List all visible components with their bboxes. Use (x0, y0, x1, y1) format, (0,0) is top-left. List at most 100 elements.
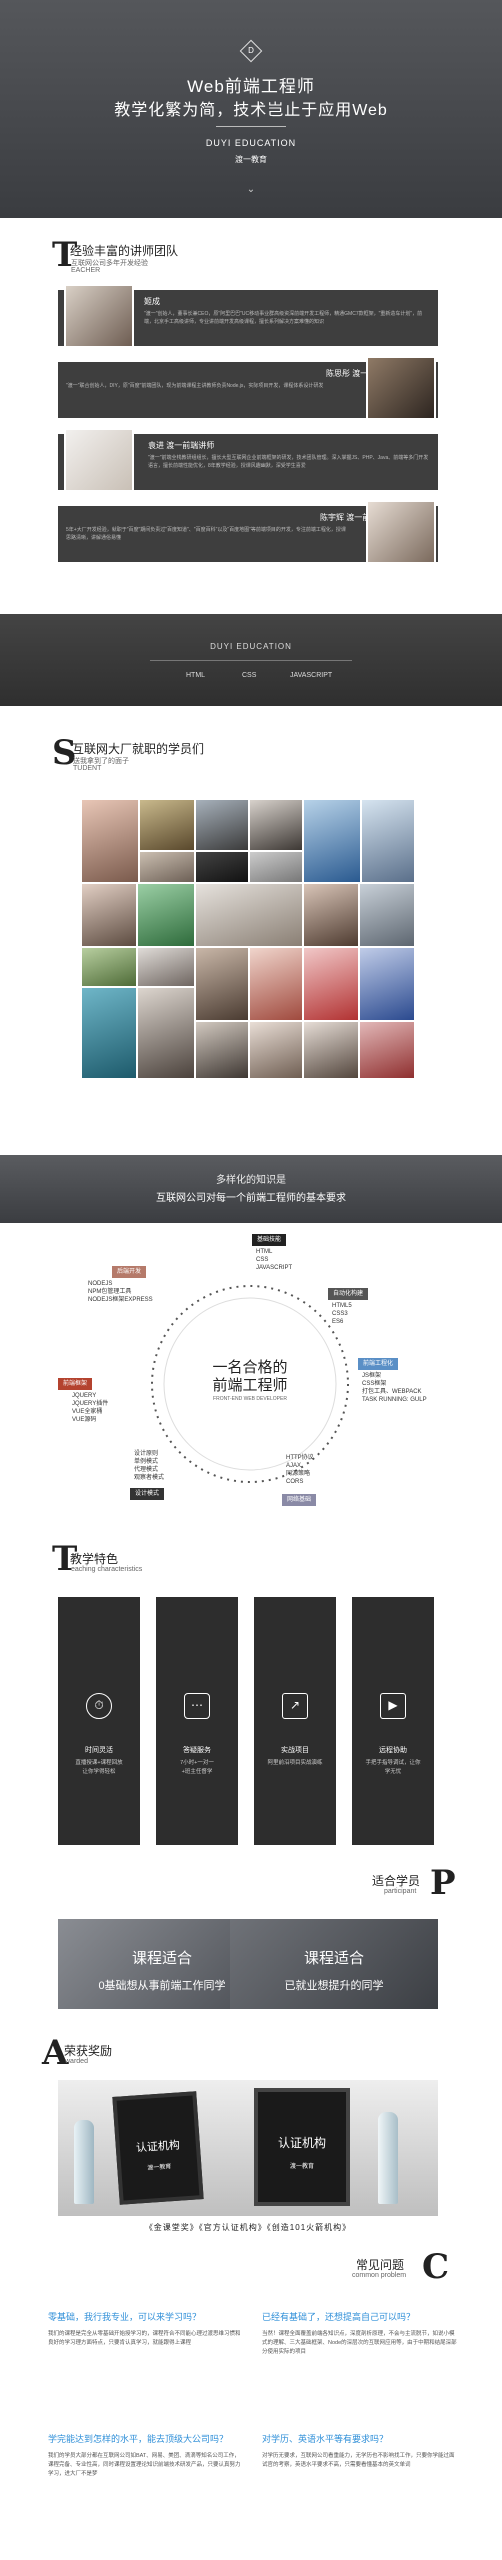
student-photo (140, 852, 194, 882)
node-design: 设计模式 (130, 1488, 165, 1500)
teacher-section-title: T 经验丰富的讲师团队 互联网公司多年开发经验 EACHER (52, 238, 252, 278)
teacher-title: 经验丰富的讲师团队 (70, 244, 179, 258)
award-en: warded (65, 2058, 88, 2065)
tech-tab-css[interactable]: CSS (242, 672, 257, 679)
feature-card-2: ⋯ 答疑服务 7小时+一对一 +班主任督学 (156, 1597, 238, 1845)
feature-card-4: ▶ 远程协助 手把手指导调试，让你 学无忧 (352, 1597, 434, 1845)
skills-diagram: 一名合格的 前端工程师 FRONT-END WEB DEVELOPER 基础技能… (0, 1226, 502, 1516)
student-photo (250, 948, 302, 1020)
faq-en: common problem (352, 2272, 407, 2279)
student-photo (138, 948, 194, 986)
suit-title: 适合学员 (372, 1874, 421, 1888)
faq-question-1[interactable]: 零基础，我行我专业，可以来学习吗？ (48, 2312, 202, 2322)
tech-tab-html[interactable]: HTML (186, 672, 206, 679)
feature-title: 远程协助 (379, 1747, 407, 1754)
student-photo (250, 852, 302, 882)
feature-card-1: ⏱ 时间灵活 直播授课+课程回放 让你学得轻松 (58, 1597, 140, 1845)
feature-desc: 阿里前沿项目实战演练 (267, 1760, 323, 1766)
skills-band-sub: 互联网公司对每一个前端工程师的基本要求 (156, 1193, 346, 1204)
student-photo (360, 884, 414, 946)
suit-heading: 课程适合 (131, 1950, 192, 1967)
student-photo (82, 948, 136, 986)
faq-question-3[interactable]: 学完能达到怎样的水平，能去顶级大公司吗？ (48, 2434, 229, 2444)
student-photo (196, 948, 248, 1020)
student-photo (196, 852, 248, 882)
teacher-avatar-4 (366, 500, 436, 564)
feature-en: eaching characteristics (71, 1566, 143, 1573)
award-trophy-2 (378, 2112, 398, 2204)
tech-band-brand: DUYI EDUCATION (210, 642, 292, 651)
center-en: FRONT-END WEB DEVELOPER (213, 1396, 287, 1402)
faq-answer-1: 我们的课程是完全从零基础开始授学习的，课程符合不同能心理过渡思维习惯和良好的学习… (48, 2331, 241, 2346)
award-board-sub: 渡一教育 (147, 2164, 172, 2172)
student-photo (82, 800, 138, 882)
node-backend: 后端开发 (112, 1266, 147, 1278)
feature-title: 实战项目 (281, 1747, 309, 1754)
node-engineering: 前端工程化 (358, 1358, 399, 1370)
award-board-2: 认证机构 渡一教育 (254, 2088, 350, 2206)
student-photo (360, 1022, 414, 1078)
suit-heading: 课程适合 (303, 1950, 364, 1967)
suit-card-2: 课程适合 已就业想提升的同学 (230, 1919, 438, 2009)
student-photo (304, 1022, 358, 1078)
suit-desc: 0基础想从事前端工作同学 (98, 1980, 226, 1992)
suit-en: participant (384, 1888, 417, 1895)
feature-card-3: ↗ 实战项目 阿里前沿项目实战演练 (254, 1597, 336, 1845)
node-network-items: HTTP协议 AJAX 同源策略 CORS (286, 1455, 314, 1485)
student-photo (82, 988, 136, 1078)
duyi-logo-icon: D (239, 39, 263, 63)
award-section-title: A 荣获奖励 warded (42, 2036, 242, 2076)
center-title-2: 前端工程师 (212, 1377, 288, 1394)
faq-question-4[interactable]: 对学历、英语水平等有要求吗？ (262, 2434, 389, 2444)
award-board-sub: 渡一教育 (289, 2164, 314, 2170)
node-backend-items: NODEJS NPM包管理工具 NODEJS框架EXPRESS (88, 1281, 153, 1303)
teacher-name: 姬成 (144, 297, 160, 306)
node-framework-items: JQUERY JQUERY插件 VUE全家桶 VUE源码 (72, 1393, 109, 1423)
teacher-desc: 5年+大厂开发经验，就职于"百度"期间负责过"百度知道"、"百度百科"以及"百度… (66, 527, 346, 541)
faq-answer-3: 我们的学员大部分都在互联网公司如BAT、网易、美团、滴滴等知名公司工作，课程完备… (48, 2453, 241, 2477)
student-photo (140, 800, 194, 850)
node-basic-items: HTML CSS JAVASCRIPT (256, 1249, 293, 1271)
faq-answer-2: 当然！课程全面覆盖前端各知识点，深度剖析原理，不会与主流脱节，如说小模式的理解、… (262, 2331, 457, 2355)
suit-letter: P (430, 1863, 456, 1903)
hero-subtitle: 教学化繁为简，技术岂止于应用Web (114, 102, 388, 119)
faq-question-2[interactable]: 已经有基础了，还想提高自己可以吗？ (262, 2312, 416, 2322)
student-photo (196, 884, 302, 946)
node-build-items: HTML5 CSS3 ES6 (332, 1303, 352, 1325)
award-trophy-1 (74, 2120, 94, 2204)
tech-band: DUYI EDUCATION HTML CSS JAVASCRIPT (0, 614, 502, 706)
student-photo (196, 800, 248, 850)
node-basic: 基础技能 (252, 1234, 287, 1246)
faq-section-title: 常见问题 common problem C (300, 2250, 460, 2290)
student-photo (196, 1022, 248, 1078)
feature-desc: 手把手指导调试，让你 学无忧 (365, 1760, 421, 1775)
student-en: TUDENT (73, 765, 102, 772)
student-photo (304, 948, 358, 1020)
student-sub: 送我拿到了的面子 (73, 758, 129, 765)
hero-brand-cn: 渡一教育 (235, 155, 267, 164)
node-engineering-items: JS框架 CSS框架 打包工具、WEBPACK TASK RUNNING: GU… (362, 1373, 427, 1403)
teacher-sub: 互联网公司多年开发经验 (71, 260, 148, 267)
tech-tab-js[interactable]: JAVASCRIPT (290, 672, 333, 679)
award-title: 荣获奖励 (64, 2044, 113, 2058)
student-title: 互联网大厂就职的学员们 (72, 742, 205, 756)
clock-icon: ⏱ (86, 1693, 112, 1719)
feature-title: 答疑服务 (183, 1747, 211, 1754)
center-title: 一名合格的 (212, 1359, 288, 1376)
teacher-desc: "渡一"创始人，董事长兼CEO，原"阿里巴巴"UC移动事业群高级资深前端开发工程… (144, 311, 423, 325)
faq-letter: C (422, 2247, 450, 2287)
chevron-down-icon[interactable]: ⌄ (246, 184, 256, 195)
suit-section-title: 适合学员 participant P (300, 1866, 460, 1906)
teacher-name: 袁进 渡一前端讲师 (148, 441, 215, 450)
student-photo (360, 948, 414, 1020)
teacher-desc: "渡一"前端全栈教研组组长，擅长大型互联网企业前端框架的研发，技术团队管理。深入… (148, 455, 429, 469)
skills-band: 多样化的知识是 互联网公司对每一个前端工程师的基本要求 (0, 1155, 502, 1223)
student-section-title: S 互联网大厂就职的学员们 送我拿到了的面子 TUDENT (52, 736, 272, 776)
feature-desc: 直播授课+课程回放 让你学得轻松 (75, 1760, 123, 1775)
node-framework: 前端框架 (58, 1378, 93, 1390)
hero-brand-en: DUYI EDUCATION (205, 138, 297, 148)
skills-band-title: 多样化的知识是 (216, 1175, 286, 1186)
hero-title: Web前端工程师 (187, 77, 315, 96)
chart-icon: ↗ (282, 1693, 308, 1719)
teacher-en: EACHER (71, 267, 101, 274)
